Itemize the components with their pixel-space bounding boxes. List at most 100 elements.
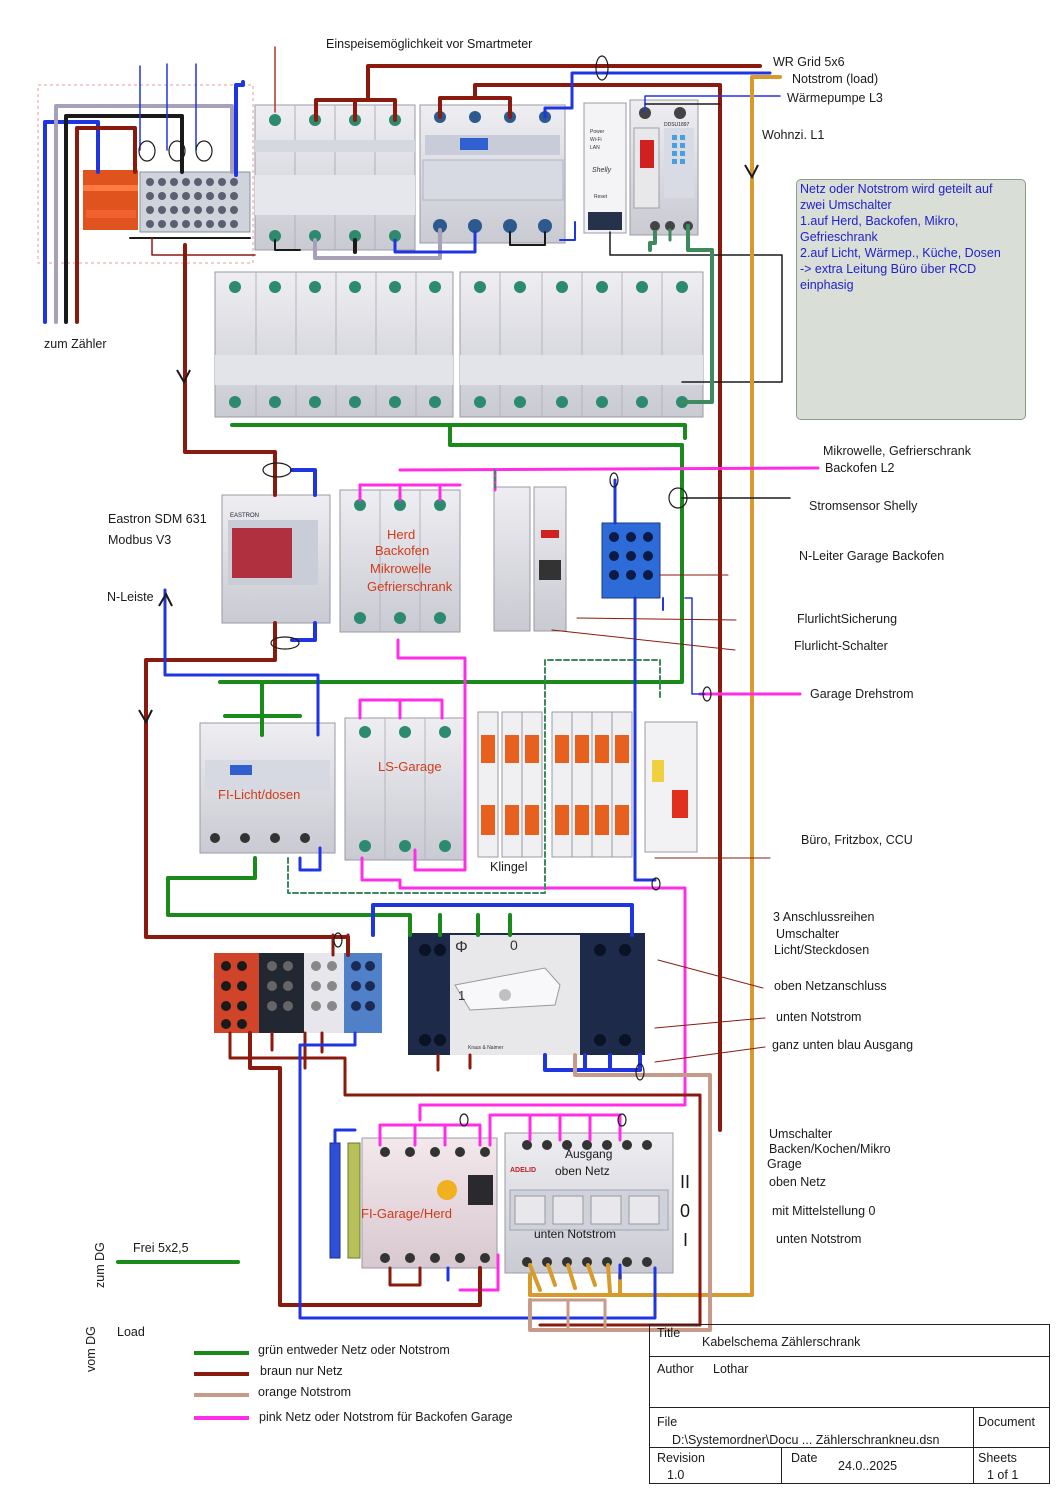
flurlicht-module (493, 486, 567, 632)
arrow-down-icon (176, 369, 191, 385)
label-n-leiste: N-Leiste (107, 590, 154, 604)
svg-text:EASTRON: EASTRON (230, 513, 259, 519)
label-zum-dg: zum DG (93, 1242, 107, 1288)
label-unten-not: unten Notstrom (776, 1010, 862, 1024)
label-wr-grid: WR Grid 5x6 (773, 55, 845, 69)
label-anschluss-1: 3 Anschlussreihen (773, 910, 875, 924)
svg-text:II: II (680, 1172, 690, 1192)
label-umsch-6: unten Notstrom (776, 1232, 862, 1246)
label-oben-netz: oben Netzanschluss (774, 979, 887, 993)
label-umsch-4: oben Netz (769, 1175, 826, 1189)
file-value: D:\Systemordner\Docu ... Zählerschrankne… (672, 1433, 940, 1447)
breaker-row-1 (214, 271, 704, 418)
svg-text:Ausgang: Ausgang (565, 1147, 612, 1161)
label-notstrom-load: Notstrom (load) (792, 72, 879, 86)
wire-top-blue (234, 80, 245, 177)
label-garage-drehstrom: Garage Drehstrom (810, 687, 914, 701)
svg-text:DDSU1897: DDSU1897 (664, 122, 690, 128)
note-box: Netz oder Notstrom wird geteilt auf zwei… (796, 179, 1026, 420)
label-waermepumpe: Wärmepumpe L3 (787, 91, 883, 105)
note-line: einphasig (800, 278, 854, 292)
sheets-value: 1 of 1 (987, 1468, 1019, 1482)
svg-text:oben Netz: oben Netz (555, 1164, 610, 1178)
wire-zaehler-blue-1 (43, 120, 100, 324)
label-umsch-1: Umschalter (769, 1127, 833, 1141)
label-einspeise: Einspeisemöglichkeit vor Smartmeter (326, 37, 533, 51)
svg-text:0: 0 (510, 937, 518, 953)
note-line: -> extra Leitung Büro über RCD (800, 262, 977, 276)
label-buero: Büro, Fritzbox, CCU (801, 833, 913, 847)
label-klingel: Klingel (490, 860, 528, 874)
wire-brown-main (183, 243, 277, 497)
n-bar (329, 1142, 341, 1259)
changeover-switch-light: Φ 0 1 Kraus & Naimer (408, 933, 645, 1055)
legend-swatch-green (194, 1351, 249, 1355)
label-gefrierschrank: Gefrierschrank (367, 579, 453, 594)
ddsu-meter: DDSU1897 (629, 99, 699, 236)
sheets-label: Sheets (978, 1451, 1017, 1465)
legend-swatch-pink (194, 1416, 249, 1420)
svg-text:Reset: Reset (594, 194, 608, 200)
note-line: 2.auf Licht, Wärmep., Küche, Dosen (800, 246, 1001, 260)
label-umsch-2: Backen/Kochen/Mikro (769, 1142, 891, 1156)
label-umsch-3: Grage (767, 1157, 802, 1171)
shelly-device: Power Wi-Fi LAN Shelly Reset (583, 102, 627, 234)
fi-garage-device (361, 1137, 498, 1269)
date-label: Date (791, 1451, 818, 1465)
title-value: Kabelschema Zählerschrank (702, 1335, 861, 1349)
terminal-block-row (214, 953, 382, 1033)
title-block: Title Kabelschema Zählerschrank Author L… (649, 1324, 1050, 1484)
svg-text:I: I (683, 1230, 688, 1250)
label-anschluss-3: Licht/Steckdosen (774, 943, 870, 957)
label-umsch-5: mit Mittelstellung 0 (772, 1204, 876, 1218)
legend-text-green: grün entweder Netz oder Notstrom (258, 1343, 450, 1357)
fi-licht-device (199, 722, 336, 854)
label-eastron: Eastron SDM 631 (108, 512, 207, 526)
date-value: 24.0..2025 (838, 1459, 898, 1473)
ls-garage-device (344, 717, 466, 861)
label-herd: Herd (387, 527, 416, 542)
svg-text:Shelly: Shelly (592, 167, 612, 174)
label-mikrowelle-gefrier: Mikrowelle, Gefrierschrank (823, 444, 971, 458)
file-label: File (657, 1415, 678, 1429)
label-vom-dg: vom DG (84, 1326, 98, 1372)
label-flurlicht-schalter: Flurlicht-Schalter (794, 639, 888, 653)
eastron-meter: EASTRON (221, 494, 331, 624)
note-line: Gefrieschrank (800, 230, 878, 244)
label-n-leiter-garage: N-Leiter Garage Backofen (799, 549, 945, 563)
note-line: Netz oder Notstrom wird geteilt auf (800, 182, 993, 196)
wire-wr-grid (314, 64, 762, 122)
buero-rcd (644, 721, 698, 853)
label-ls-garage: LS-Garage (378, 759, 442, 774)
svg-text:1: 1 (458, 988, 465, 1003)
legend-text-rose: orange Notstrom (258, 1385, 352, 1399)
label-flurlicht-sicherung: FlurlichtSicherung (797, 612, 898, 626)
svg-text:0: 0 (680, 1201, 690, 1221)
arrow-down-icon (744, 164, 759, 180)
label-anschluss-2: Umschalter (776, 927, 840, 941)
surge-protector (83, 170, 138, 230)
wire-rose-notstrom (528, 1053, 712, 1332)
document-label: Document (978, 1415, 1035, 1429)
wire-zaehler-brown (75, 126, 137, 324)
pe-bar (347, 1142, 361, 1259)
note-line: zwei Umschalter (800, 198, 892, 212)
label-ganz-unten: ganz unten blau Ausgang (772, 1038, 914, 1052)
wire-zaehler-grey (54, 104, 234, 324)
svg-text:Wi-Fi: Wi-Fi (590, 137, 602, 143)
blue-terminal-block (601, 522, 661, 599)
label-fi-garage: FI-Garage/Herd (361, 1206, 453, 1221)
svg-text:ADELID: ADELID (510, 1167, 536, 1174)
revision-label: Revision (657, 1451, 705, 1465)
author-label: Author (657, 1362, 694, 1376)
label-wohnzi: Wohnzi. L1 (762, 128, 825, 142)
main-breaker-4pole (254, 104, 416, 251)
label-fi-licht: FI-Licht/dosen (218, 787, 301, 802)
arrow-up-icon (158, 591, 173, 607)
svg-text:Φ: Φ (455, 939, 468, 956)
main-rcd (419, 104, 566, 244)
legend-text-brown: braun nur Netz (260, 1364, 343, 1378)
svg-text:Power: Power (590, 129, 605, 135)
label-stromsensor: Stromsensor Shelly (809, 499, 918, 513)
